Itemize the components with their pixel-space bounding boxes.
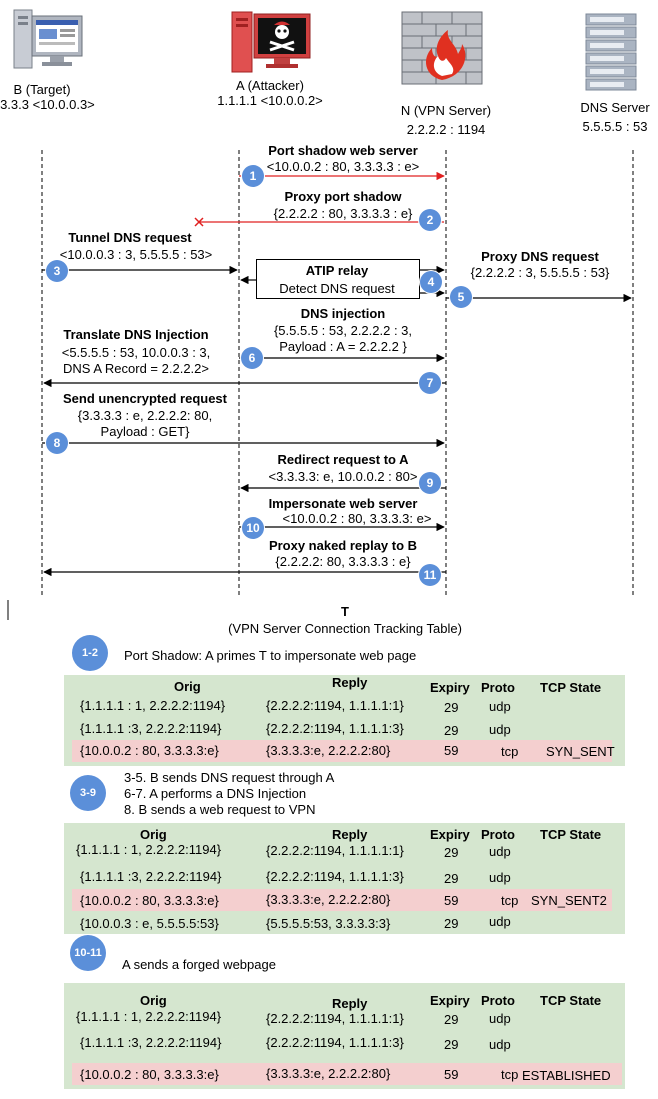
- step-badge-10: 10: [242, 517, 264, 539]
- msg-7-title: Translate DNS Injection: [63, 327, 209, 342]
- col-header-reply: Reply: [332, 675, 368, 690]
- msg-6-title: DNS injection: [300, 306, 386, 321]
- step-badge-1: 1: [242, 165, 264, 187]
- section-2-note-1: 3-5. B sends DNS request through A: [124, 770, 335, 785]
- section-badge-3-9: 3-9: [70, 775, 106, 811]
- table-row: {1.1.1.1 : 1, 2.2.2.2:1194} {2.2.2.2:119…: [80, 698, 511, 715]
- col-header-expiry: Expiry: [430, 827, 470, 842]
- step-badge-4: 4: [420, 271, 442, 293]
- col-header-proto: Proto: [481, 993, 515, 1008]
- msg-4-detail: Detect DNS request: [279, 281, 395, 296]
- msg-8-detail-2: Payload : GET}: [100, 424, 190, 439]
- firewall-icon: [401, 11, 483, 85]
- step-badge-9: 9: [419, 472, 441, 494]
- msg-4-title: ATIP relay: [305, 263, 369, 278]
- col-header-proto: Proto: [481, 680, 515, 695]
- msg-2-title: Proxy port shadow: [284, 189, 402, 204]
- table-row: {1.1.1.1 : 1, 2.2.2.2:1194} {2.2.2.2:119…: [76, 842, 511, 860]
- col-header-proto: Proto: [481, 827, 515, 842]
- msg-8-title: Send unencrypted request: [63, 391, 227, 406]
- node-attacker: A (Attacker) 1.1.1.1 <10.0.0.2>: [217, 78, 323, 108]
- table-row-highlight: {10.0.0.2 : 80, 3.3.3.3:e} {3.3.3.3:e, 2…: [64, 1063, 625, 1085]
- msg-5-detail: {2.2.2.2 : 3, 5.5.5.5 : 53}: [470, 265, 610, 280]
- msg-10-detail: <10.0.0.2 : 80, 3.3.3.3: e>: [282, 511, 432, 526]
- node-vpn-addr: 2.2.2.2 : 1194: [406, 122, 486, 137]
- table-row: {1.1.1.1 :3, 2.2.2.2:1194} {2.2.2.2:1194…: [80, 1035, 511, 1052]
- node-dns-addr: 5.5.5.5 : 53: [582, 119, 648, 134]
- col-header-orig: Orig: [140, 993, 167, 1008]
- node-dns: DNS Server 5.5.5.5 : 53: [580, 100, 649, 134]
- table-row-highlight: {10.0.0.2 : 80, 3.3.3.3:e} {3.3.3.3:e, 2…: [64, 889, 625, 911]
- msg-1-title: Port shadow web server: [268, 143, 418, 158]
- arrow-2-cross: [194, 217, 204, 227]
- table-title: T: [341, 604, 349, 619]
- msg-3-title: Tunnel DNS request: [68, 230, 192, 245]
- diagram-lines: [7, 150, 634, 620]
- conntrack-table-1: Orig Reply Expiry Proto TCP State {1.1.1…: [64, 675, 625, 766]
- computer-icon-attacker: [231, 11, 311, 73]
- msg-10-title: Impersonate web server: [268, 496, 418, 511]
- col-header-reply: Reply: [332, 996, 368, 1011]
- node-target-name: B (Target): [13, 82, 71, 97]
- node-attacker-name: A (Attacker): [236, 78, 304, 93]
- msg-5-title: Proxy DNS request: [481, 249, 599, 264]
- node-dns-name: DNS Server: [580, 100, 650, 115]
- conntrack-table-3: Orig Reply Expiry Proto TCP State {1.1.1…: [64, 983, 625, 1089]
- msg-9-title: Redirect request to A: [277, 452, 409, 467]
- col-header-orig: Orig: [174, 679, 201, 694]
- col-header-expiry: Expiry: [430, 993, 470, 1008]
- step-badge-11: 11: [419, 564, 441, 586]
- section-1-note: Port Shadow: A primes T to impersonate w…: [124, 648, 417, 663]
- node-attacker-addr: 1.1.1.1 <10.0.0.2>: [217, 93, 323, 108]
- node-vpn: N (VPN Server) 2.2.2.2 : 1194: [401, 103, 491, 137]
- step-badge-2: 2: [419, 209, 441, 231]
- table-row: {1.1.1.1 :3, 2.2.2.2:1194} {2.2.2.2:1194…: [80, 869, 511, 886]
- table-row: {10.0.0.3 : e, 5.5.5.5:53} {5.5.5.5:53, …: [80, 914, 511, 931]
- node-vpn-name: N (VPN Server): [400, 103, 492, 118]
- node-target: B (Target) 3.3.3.3 <10.0.0.3>: [0, 82, 95, 112]
- col-header-state: TCP State: [540, 680, 602, 695]
- server-rack-icon: [585, 13, 637, 91]
- msg-3-detail: <10.0.0.3 : 3, 5.5.5.5 : 53>: [59, 247, 213, 262]
- msg-11-title: Proxy naked replay to B: [268, 538, 418, 553]
- msg-8-detail-1: {3.3.3.3 : e, 2.2.2.2: 80,: [77, 408, 213, 423]
- step-badge-3: 3: [46, 260, 68, 282]
- section-2-note-2: 6-7. A performs a DNS Injection: [124, 786, 307, 801]
- section-3-note: A sends a forged webpage: [122, 957, 276, 972]
- step-badge-5: 5: [450, 286, 472, 308]
- table-subtitle: (VPN Server Connection Tracking Table): [228, 621, 462, 636]
- computer-icon-target: [13, 9, 83, 69]
- col-header-expiry: Expiry: [430, 680, 470, 695]
- col-header-state: TCP State: [540, 993, 602, 1008]
- msg-9-detail: <3.3.3.3: e, 10.0.0.2 : 80>: [268, 469, 418, 484]
- col-header-state: TCP State: [540, 827, 602, 842]
- atip-relay-box: [256, 259, 420, 299]
- msg-7-detail-2: DNS A Record = 2.2.2.2>: [63, 361, 209, 376]
- section-badge-1-2: 1-2: [72, 635, 108, 671]
- section-2-note-3: 8. B sends a web request to VPN: [124, 802, 316, 817]
- table-row: {1.1.1.1 : 1, 2.2.2.2:1194} {2.2.2.2:119…: [76, 1009, 511, 1027]
- table-row: {1.1.1.1 :3, 2.2.2.2:1194} {2.2.2.2:1194…: [80, 721, 511, 738]
- node-target-addr: 3.3.3.3 <10.0.0.3>: [0, 97, 95, 112]
- conntrack-table-2: Orig Reply Expiry Proto TCP State {1.1.1…: [64, 823, 625, 934]
- step-badge-8: 8: [46, 432, 68, 454]
- msg-7-detail-1: <5.5.5.5 : 53, 10.0.0.3 : 3,: [61, 345, 211, 360]
- msg-2-detail: {2.2.2.2 : 80, 3.3.3.3 : e}: [273, 206, 413, 221]
- msg-1-detail: <10.0.0.2 : 80, 3.3.3.3 : e>: [266, 159, 420, 174]
- col-header-reply: Reply: [332, 827, 368, 842]
- step-badge-6: 6: [241, 347, 263, 369]
- msg-6-detail-2: Payload : A = 2.2.2.2 }: [279, 339, 407, 354]
- table-row-highlight: {10.0.0.2 : 80, 3.3.3.3:e} {3.3.3.3:e, 2…: [64, 740, 625, 762]
- step-badge-7: 7: [419, 372, 441, 394]
- msg-11-detail: {2.2.2.2: 80, 3.3.3.3 : e}: [275, 554, 411, 569]
- msg-6-detail-1: {5.5.5.5 : 53, 2.2.2.2 : 3,: [273, 323, 413, 338]
- col-header-orig: Orig: [140, 827, 167, 842]
- section-badge-10-11: 10-11: [70, 935, 106, 971]
